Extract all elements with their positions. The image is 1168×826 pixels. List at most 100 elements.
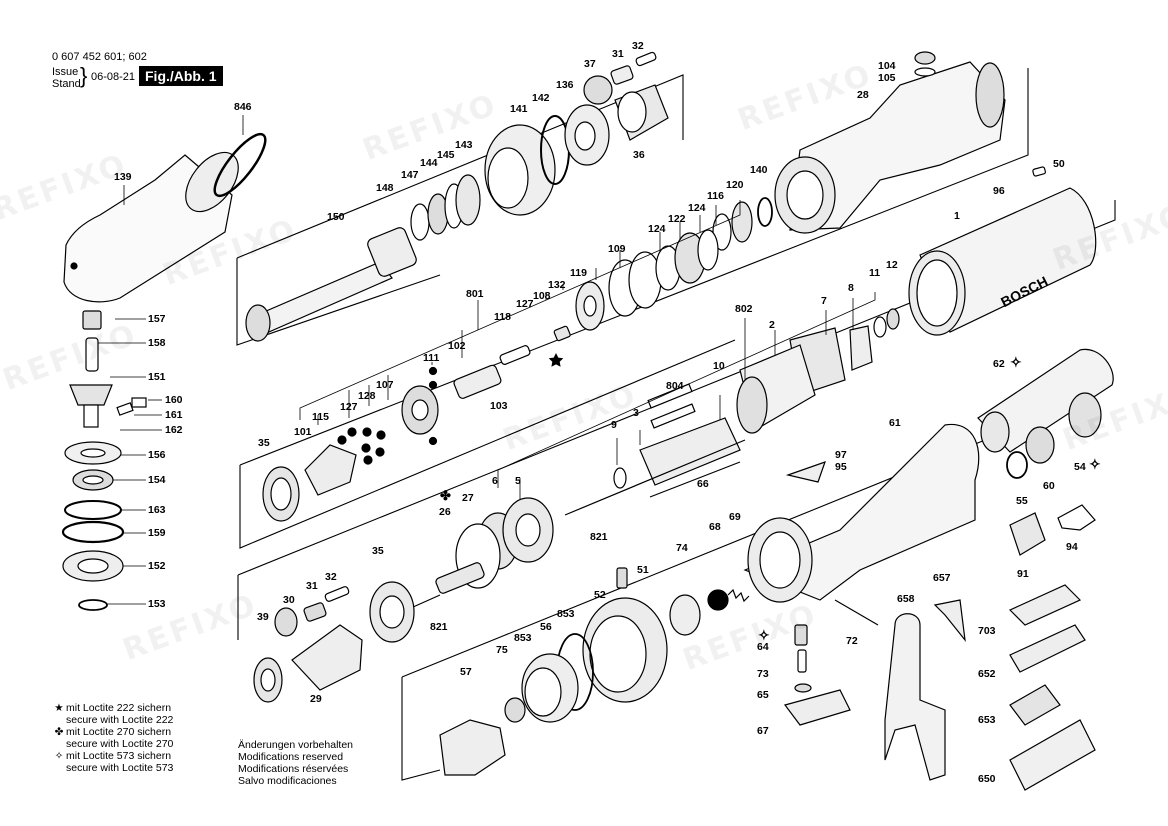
lever-658: [884, 613, 946, 781]
part-label: 157: [148, 313, 166, 325]
fitting-703: [1008, 584, 1082, 626]
part-label: 6: [492, 475, 498, 487]
part-label: 96: [993, 185, 1005, 197]
fitting-652: [1009, 624, 1086, 673]
part-label: 30: [283, 594, 295, 606]
brace: }: [80, 63, 88, 88]
part-label: 37: [584, 58, 596, 70]
part-label: 72: [846, 635, 858, 647]
part-label: 116: [707, 190, 724, 202]
part-label: 802: [735, 303, 753, 315]
cage-148: [367, 227, 417, 277]
part-label: 62: [993, 358, 1005, 370]
part-75: [504, 697, 526, 723]
part-label: 122: [668, 213, 686, 225]
part-label: 56: [540, 621, 552, 633]
nut-54: [1068, 392, 1102, 438]
part-label: 55: [1016, 495, 1028, 507]
part-label: 94: [1066, 541, 1078, 553]
part-74: [669, 594, 701, 636]
pin-73: [797, 649, 807, 673]
part-label: 102: [448, 340, 466, 352]
part-label: 5: [515, 475, 521, 487]
legend-item: ✧mit Loctite 573 sichern: [52, 750, 173, 762]
star-icon: ★: [54, 702, 64, 714]
part-label: 140: [750, 164, 768, 176]
part-label: 50: [1053, 158, 1065, 170]
part-label: 115: [312, 411, 329, 423]
clover-icon: ✤: [54, 726, 64, 738]
part-label: 67: [757, 725, 769, 737]
doc-number: 0 607 452 601; 602: [52, 51, 147, 63]
part-label: 32: [632, 40, 644, 52]
part-label: 853: [514, 632, 532, 644]
part-label: 36: [633, 149, 645, 161]
figure-label: Fig./Abb. 1: [139, 66, 223, 86]
gear-30: [274, 607, 298, 637]
plate-57: [439, 719, 506, 776]
note-line: Modifications reserved: [238, 751, 344, 763]
part-label: 653: [978, 714, 996, 726]
part-label: 31: [612, 48, 624, 60]
pin-158: [85, 337, 99, 372]
cover-67: [783, 689, 851, 726]
filter-650: [1009, 719, 1096, 791]
part-label: 107: [376, 379, 394, 391]
part-label: 39: [257, 611, 269, 623]
loctite-222-marker: [548, 353, 564, 367]
note-line: Modifications réservées: [238, 763, 349, 775]
ring-159: [61, 520, 125, 544]
part-label: 31: [306, 580, 318, 592]
part-label: 65: [757, 689, 769, 701]
part-label: 163: [148, 504, 166, 516]
clutch-101: [304, 444, 357, 496]
part-label: 28: [857, 89, 869, 101]
part-label: 141: [510, 103, 528, 115]
part-label: 103: [490, 400, 508, 412]
bushing-157: [82, 310, 102, 330]
part-label: 650: [978, 773, 996, 785]
gear-37: [583, 75, 613, 105]
part-label: 161: [165, 409, 183, 421]
loctite-573-marker: ✧: [758, 627, 770, 643]
fitting-653: [1009, 684, 1061, 726]
bearing-143: [455, 174, 481, 226]
issue-date: 06-08-21: [91, 71, 136, 83]
part-label: 150: [327, 211, 345, 223]
part-label: 139: [114, 171, 132, 183]
loctite-573-marker: ✧: [1010, 354, 1022, 370]
part-label: 91: [1017, 568, 1029, 580]
legend-item: ✤mit Loctite 270 sichern: [52, 726, 173, 738]
legend-item: secure with Loctite 270: [66, 738, 174, 750]
part-label: 147: [401, 169, 419, 181]
snap-ring-846: [213, 132, 267, 198]
part-label: 127: [340, 401, 358, 413]
part-label: 60: [1043, 480, 1055, 492]
part-label: 105: [878, 72, 896, 84]
bevel-gear-151: [69, 384, 113, 406]
part-label: 12: [886, 259, 898, 271]
part-label: 29: [310, 693, 322, 705]
note-line: Änderungen vorbehalten: [238, 739, 354, 751]
part-label: 27: [462, 492, 474, 504]
part-label: 143: [455, 139, 473, 151]
part-label: 703: [978, 625, 996, 637]
part-label: 26: [439, 506, 451, 518]
part-label: 148: [376, 182, 394, 194]
part-label: 119: [570, 267, 587, 279]
part-label: 10: [713, 360, 725, 372]
loctite-legend: ★mit Loctite 222 sichern secure with Loc…: [52, 702, 173, 774]
part-label: 124: [688, 202, 706, 214]
part-label: 66: [697, 478, 709, 490]
ring-163: [64, 500, 122, 520]
frame-top: [236, 74, 684, 259]
part-label: 57: [460, 666, 472, 678]
part-label: 69: [729, 511, 741, 523]
part-label: 3: [633, 407, 639, 419]
part-label: 95: [835, 461, 847, 473]
part-label: 853: [557, 608, 575, 620]
part-label: 162: [165, 424, 183, 436]
part-label: 2: [769, 319, 775, 331]
part-label: 658: [897, 593, 915, 605]
part-label: 158: [148, 337, 166, 349]
